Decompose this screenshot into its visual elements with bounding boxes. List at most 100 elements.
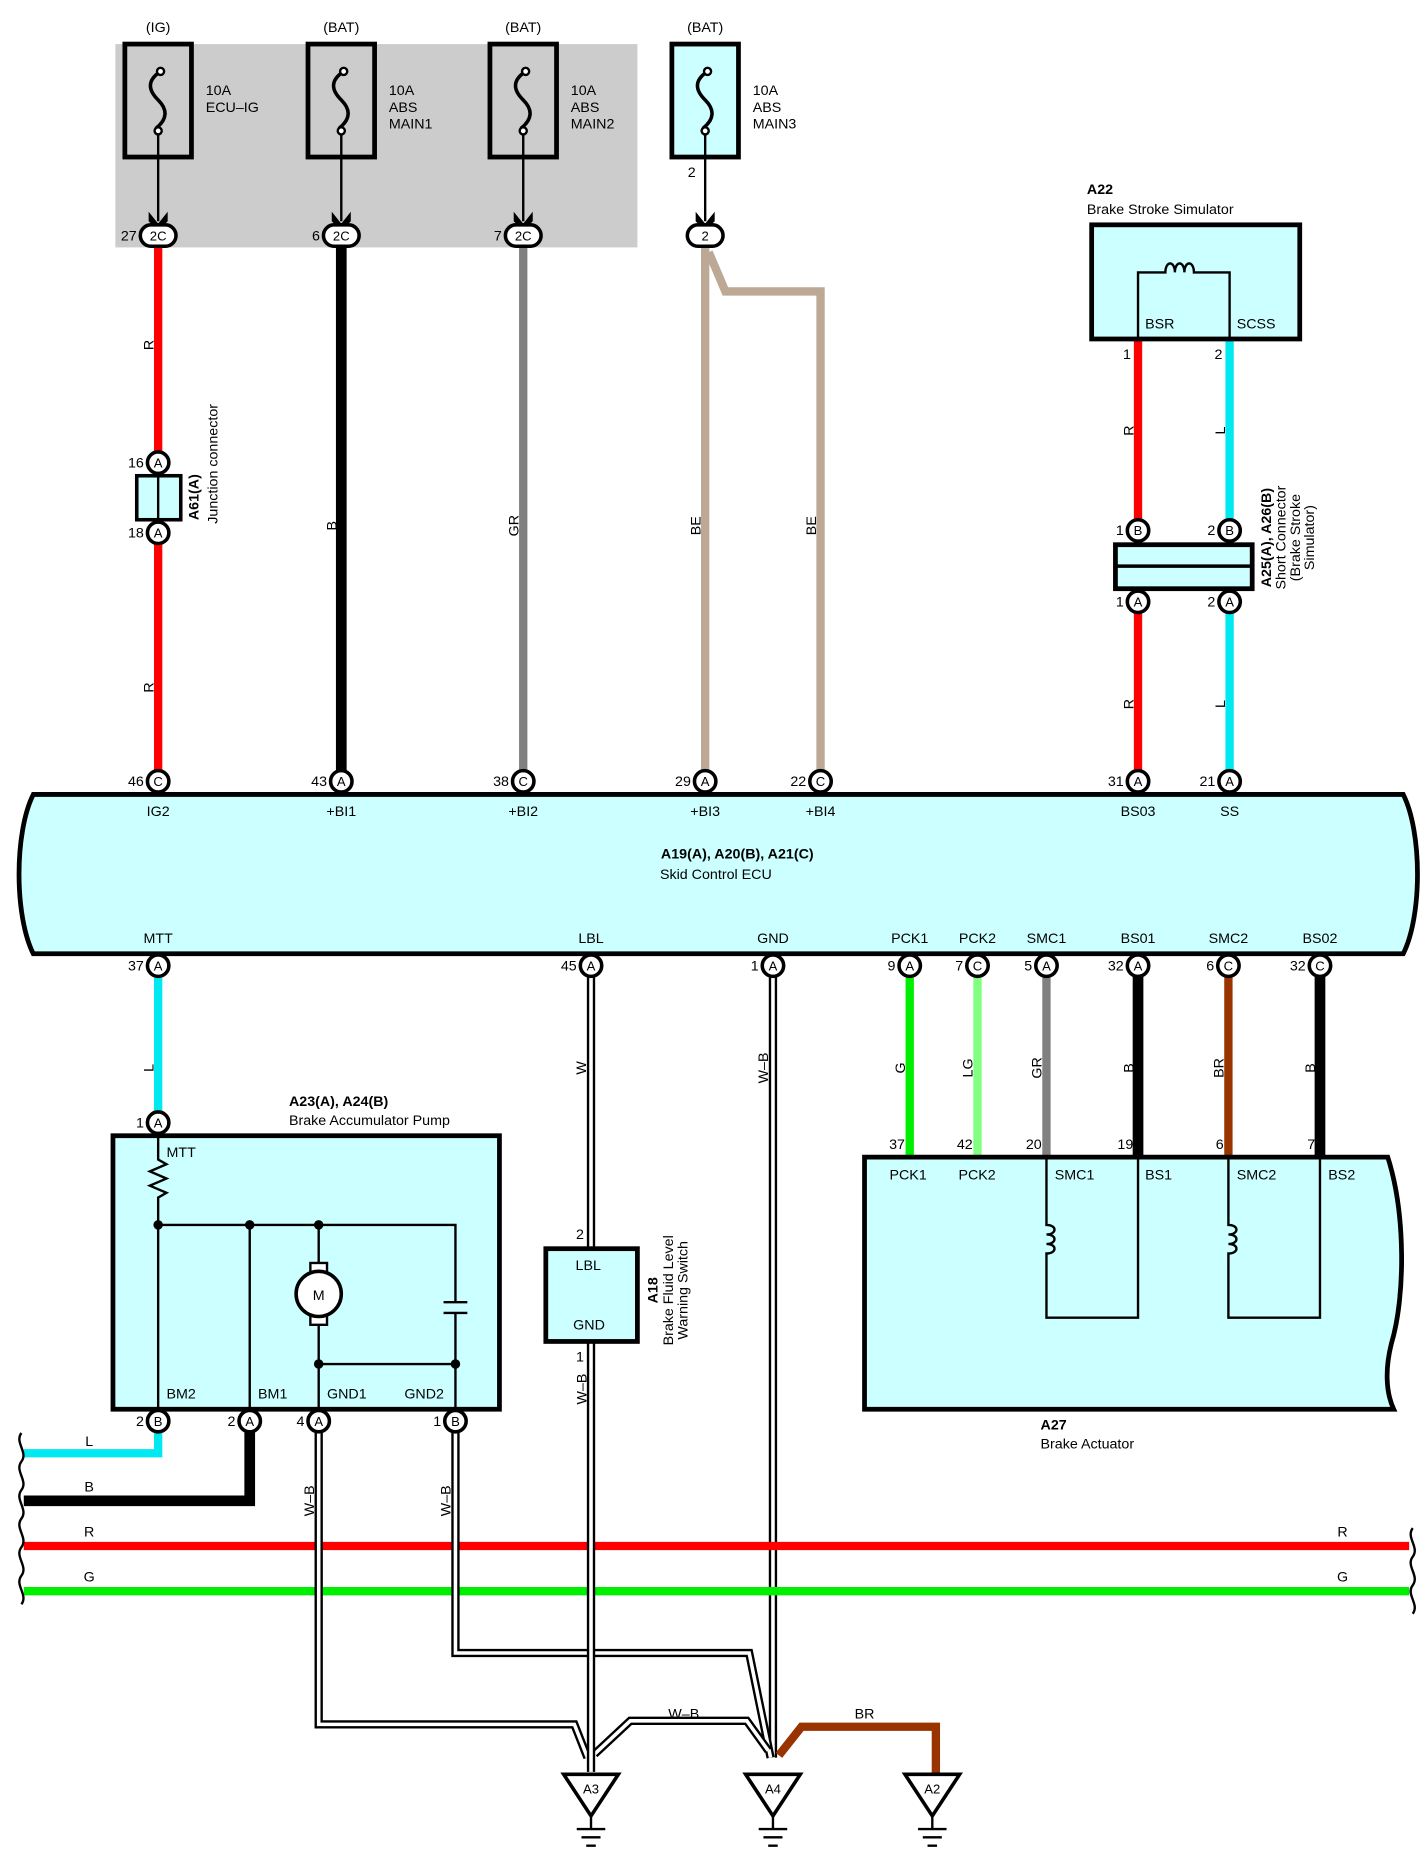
fuse-rating: 10A — [753, 83, 779, 99]
fuse-icon — [331, 69, 350, 130]
stroke-simulator-body — [1089, 222, 1303, 342]
ground-A4: A4 — [742, 1772, 804, 1847]
actuator-terminal: PCK1 — [889, 1168, 926, 1184]
pump-id: A23(A), A24(B) — [289, 1094, 389, 1110]
junction-pin-16: A16 — [128, 450, 171, 476]
connector-letter: A — [1134, 774, 1143, 789]
ecu-bottom-pin: A 45 — [561, 953, 604, 979]
motor-icon: M — [294, 1261, 344, 1326]
connector-letter: 2C — [150, 228, 167, 243]
pin-number: 2 — [576, 1227, 584, 1243]
wire-color-label: R — [141, 340, 157, 350]
ecu-bottom-pin: A32 — [1108, 953, 1151, 979]
wire-color-label: R — [84, 1524, 94, 1540]
fuse-name: MAIN1 — [389, 117, 433, 133]
wire-br-ground[interactable] — [775, 1722, 941, 1775]
ground-A3: A3 — [560, 1772, 622, 1847]
wire-color-label: W–B — [439, 1485, 455, 1516]
ground-icon — [758, 1815, 788, 1847]
ecu-terminal: PCK1 — [891, 931, 928, 947]
fluid-switch-body — [543, 1246, 640, 1344]
pin-number: 7 — [955, 958, 963, 974]
wire-ground-link[interactable] — [591, 1716, 772, 1758]
ecu-top-pin: A21 — [1199, 768, 1243, 794]
wire-gnd2[interactable] — [451, 1427, 775, 1759]
coil-icon — [1136, 262, 1231, 339]
wire-bm1[interactable] — [23, 1427, 256, 1507]
ecu-title: A19(A), A20(B), A21(C) — [661, 847, 814, 863]
power-source-label: (BAT) — [505, 20, 541, 36]
wire-color-label: L — [1213, 700, 1229, 708]
pin-number: 16 — [128, 455, 144, 471]
pin-number: 2 — [1215, 347, 1223, 363]
actuator-terminal: BS1 — [1145, 1168, 1172, 1184]
pin-number: 6 — [1206, 958, 1214, 974]
fuse-connector: 22 — [685, 165, 725, 249]
wire-color-label: R — [1121, 699, 1137, 709]
terminal-gnd: GND — [573, 1318, 605, 1334]
wire-gnd1[interactable] — [314, 1427, 592, 1760]
ecu-bottom-pin: C32 — [1290, 953, 1333, 979]
pin-number: 6 — [1216, 1137, 1224, 1153]
ground-label: A3 — [583, 1781, 599, 1796]
pin-number: 2 — [1207, 595, 1215, 611]
wire-bi4[interactable] — [704, 250, 825, 774]
pin-number: 9 — [888, 958, 896, 974]
fluid-switch-id: A18 — [646, 1277, 662, 1303]
actuator-terminal: SMC1 — [1055, 1168, 1095, 1184]
ecu-terminal: +BI4 — [806, 804, 836, 820]
pin-number: 4 — [296, 1414, 304, 1430]
stroke-simulator-id: A22 — [1087, 182, 1113, 198]
pin-number: 45 — [561, 958, 577, 974]
junction-dot — [153, 1220, 163, 1230]
wire-color-label: L — [141, 1064, 157, 1072]
pin-number: 19 — [1117, 1137, 1133, 1153]
terminal-mtt: MTT — [166, 1145, 196, 1161]
wire-color-label: B — [325, 521, 341, 531]
pump-name: Brake Accumulator Pump — [289, 1113, 450, 1129]
short-connector-pin: A2 — [1207, 589, 1243, 615]
ecu-top-pin: A43 — [311, 768, 354, 794]
fuse-name: ABS — [753, 100, 782, 116]
pin-number: 1 — [1123, 347, 1131, 363]
connector-letter: C — [1315, 958, 1324, 973]
junction-id: A61(A) — [187, 474, 203, 520]
connector-letter: A — [245, 1414, 254, 1429]
power-source-label: (IG) — [146, 20, 171, 36]
ecu-terminal: LBL — [578, 931, 603, 947]
wire-color-label: GR — [1030, 1057, 1046, 1078]
fuse-rating: 10A — [389, 83, 415, 99]
pin-number: 1 — [1116, 523, 1124, 539]
connector-letter: A — [905, 958, 914, 973]
ecu-bottom-pin: C7 — [955, 953, 990, 979]
fuse-rating: 10A — [206, 83, 232, 99]
wire-bm2[interactable] — [23, 1427, 163, 1458]
wire-color-label: R — [141, 682, 157, 692]
fluid-switch-name: Warning Switch — [675, 1241, 691, 1340]
ecu-terminal: BS03 — [1121, 804, 1156, 820]
pump-terminal: BM1 — [258, 1387, 287, 1403]
fluid-switch-name: Brake Fluid Level — [661, 1235, 677, 1345]
ecu-terminal: IG2 — [147, 804, 170, 820]
connector-letter: A — [1225, 595, 1234, 610]
ecu-bottom-pin: A5 — [1024, 953, 1059, 979]
pin-number: 20 — [1026, 1137, 1042, 1153]
actuator-id: A27 — [1041, 1417, 1067, 1433]
connector-letter: 2C — [333, 228, 350, 243]
fuse-icon — [695, 69, 714, 130]
fuse-name: MAIN2 — [571, 117, 615, 133]
pump-terminal: GND2 — [404, 1387, 444, 1403]
junction-dot — [244, 1220, 255, 1230]
power-source-label: (BAT) — [687, 20, 723, 36]
wire-color-label: G — [84, 1570, 95, 1586]
junction-pin-18: A18 — [128, 520, 171, 546]
pin-number: 22 — [790, 774, 806, 790]
pin-number: 38 — [493, 774, 509, 790]
short-connector-label: (Brake Stroke — [1288, 494, 1304, 581]
fuse-name: ABS — [571, 100, 600, 116]
connector-letter: A — [1042, 958, 1051, 973]
ecu-name: Skid Control ECU — [660, 867, 772, 883]
connector-letter: B — [1225, 523, 1234, 538]
connector-letter: A — [587, 958, 596, 973]
wire-color-label: BR — [1212, 1058, 1228, 1078]
